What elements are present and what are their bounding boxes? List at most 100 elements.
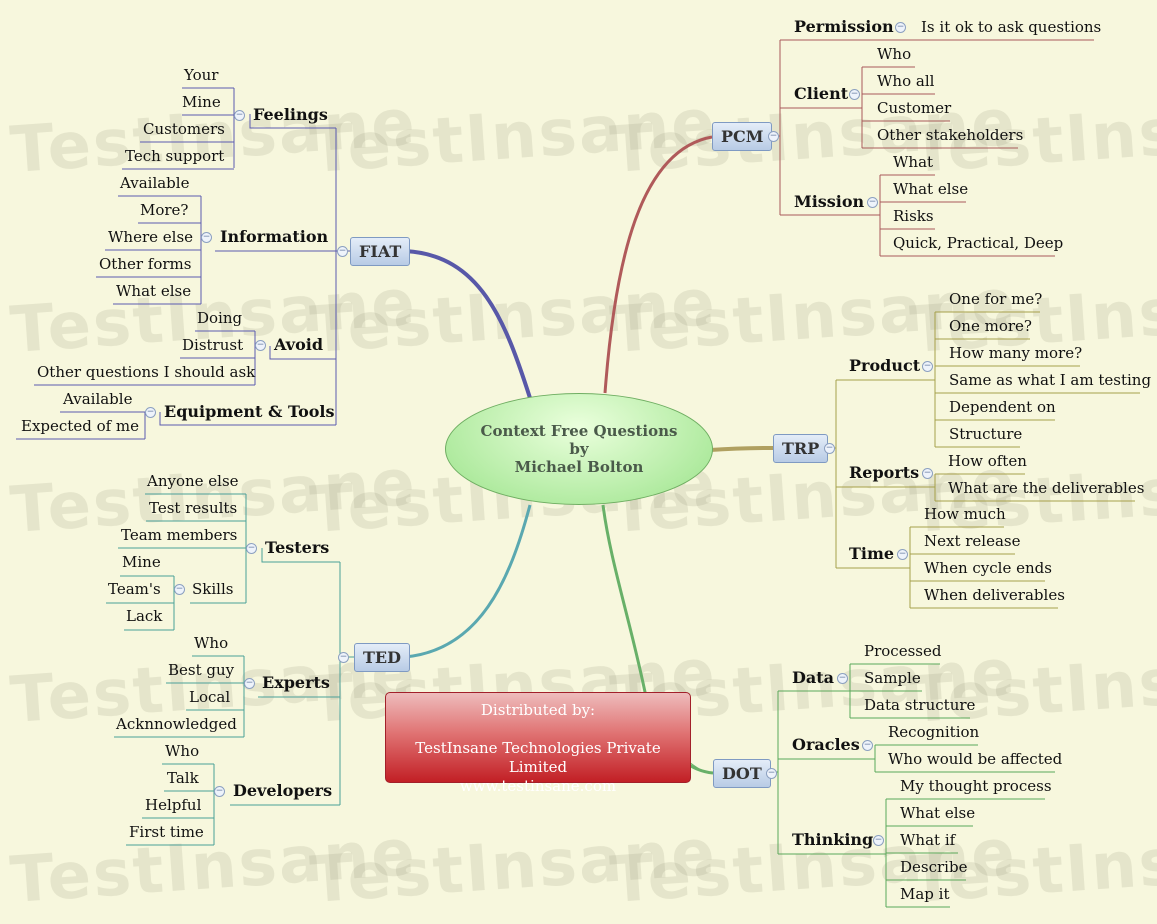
leaf-item[interactable]: Anyone else (147, 472, 239, 490)
branch-testers[interactable]: Testers (265, 538, 330, 557)
central-topic[interactable]: Context Free Questions by Michael Bolton (445, 393, 713, 505)
collapse-toggle-icon[interactable]: − (922, 361, 933, 372)
leaf-item[interactable]: Your (184, 66, 219, 84)
branch-avoid[interactable]: Avoid (274, 335, 323, 354)
topic-pcm[interactable]: PCM (712, 122, 773, 151)
leaf-item[interactable]: Team's (108, 580, 161, 598)
collapse-toggle-icon[interactable]: − (234, 110, 245, 121)
leaf-item[interactable]: Structure (949, 425, 1023, 443)
leaf-item[interactable]: Expected of me (21, 417, 140, 435)
topic-trp[interactable]: TRP (773, 434, 829, 463)
leaf-item[interactable]: Lack (126, 607, 163, 625)
leaf-item[interactable]: Doing (197, 309, 243, 327)
leaf-item[interactable]: Who all (877, 72, 935, 90)
leaf-item[interactable]: My thought process (900, 777, 1052, 795)
leaf-item[interactable]: Customers (143, 120, 225, 138)
branch-time[interactable]: Time (849, 544, 895, 563)
collapse-toggle-icon[interactable]: − (255, 340, 266, 351)
leaf-item[interactable]: Quick, Practical, Deep (893, 234, 1064, 252)
collapse-toggle-icon[interactable]: − (201, 232, 212, 243)
leaf-item[interactable]: First time (129, 823, 204, 841)
leaf-item[interactable]: Describe (900, 858, 968, 876)
leaf-item[interactable]: Customer (877, 99, 952, 117)
leaf-item[interactable]: Map it (900, 885, 950, 903)
branch-reports[interactable]: Reports (849, 463, 920, 482)
leaf-item[interactable]: Next release (924, 532, 1021, 550)
leaf-item[interactable]: Tech support (125, 147, 225, 165)
leaf-item[interactable]: Dependent on (949, 398, 1056, 416)
leaf-item[interactable]: One for me? (949, 290, 1043, 308)
collapse-toggle-icon[interactable]: − (837, 673, 848, 684)
collapse-toggle-icon[interactable]: − (246, 543, 257, 554)
leaf-item[interactable]: Processed (864, 642, 942, 660)
leaf-item[interactable]: How often (948, 452, 1027, 470)
leaf-item[interactable]: Who (165, 742, 200, 760)
leaf-item[interactable]: Available (63, 390, 133, 408)
branch-thinking[interactable]: Thinking (792, 830, 874, 849)
leaf-item[interactable]: What are the deliverables (948, 479, 1145, 497)
collapse-toggle-icon[interactable]: − (873, 835, 884, 846)
leaf-item[interactable]: Other forms (99, 255, 192, 273)
branch-equipment-tools[interactable]: Equipment & Tools (164, 402, 335, 421)
leaf-item[interactable]: Who (877, 45, 912, 63)
collapse-toggle-icon[interactable]: − (895, 22, 906, 33)
branch-information[interactable]: Information (220, 227, 329, 246)
collapse-toggle-icon[interactable]: − (214, 786, 225, 797)
leaf-item[interactable]: What (893, 153, 934, 171)
leaf-item[interactable]: How much (924, 505, 1006, 523)
leaf-item[interactable]: Mine (182, 93, 221, 111)
leaf-item[interactable]: Where else (108, 228, 194, 246)
leaf-item[interactable]: Talk (167, 769, 199, 787)
leaf-item[interactable]: Recognition (888, 723, 980, 741)
collapse-toggle-icon[interactable]: − (922, 468, 933, 479)
leaf-item[interactable]: Data structure (864, 696, 976, 714)
leaf-item[interactable]: Local (189, 688, 231, 706)
topic-ted[interactable]: TED (354, 643, 410, 672)
branch-oracles[interactable]: Oracles (792, 735, 860, 754)
leaf-item[interactable]: When deliverables (924, 586, 1065, 604)
topic-dot[interactable]: DOT (713, 759, 771, 788)
leaf-item[interactable]: What else (116, 282, 192, 300)
leaf-item[interactable]: Acknnowledged (116, 715, 237, 733)
branch-experts[interactable]: Experts (262, 673, 330, 692)
branch-permission[interactable]: Permission (794, 17, 894, 36)
leaf-item[interactable]: What if (900, 831, 956, 849)
leaf-item[interactable]: Helpful (145, 796, 202, 814)
leaf-item[interactable]: Best guy (168, 661, 235, 679)
branch-client[interactable]: Client (794, 84, 849, 103)
collapse-toggle-icon[interactable]: − (849, 89, 860, 100)
collapse-toggle-icon[interactable]: − (824, 443, 835, 454)
collapse-toggle-icon[interactable]: − (897, 549, 908, 560)
leaf-item[interactable]: Test results (149, 499, 238, 517)
branch-mission[interactable]: Mission (794, 192, 865, 211)
leaf-item[interactable]: Available (120, 174, 190, 192)
leaf-item[interactable]: One more? (949, 317, 1032, 335)
leaf-item[interactable]: Same as what I am testing (949, 371, 1152, 389)
leaf-item[interactable]: When cycle ends (924, 559, 1052, 577)
collapse-toggle-icon[interactable]: − (145, 407, 156, 418)
branch-developers[interactable]: Developers (233, 781, 333, 800)
branch-product[interactable]: Product (849, 356, 921, 375)
collapse-toggle-icon[interactable]: − (862, 740, 873, 751)
branch-skills[interactable]: Skills (192, 580, 234, 598)
leaf-item[interactable]: Who would be affected (888, 750, 1063, 768)
leaf-item[interactable]: Other stakeholders (877, 126, 1024, 144)
branch-feelings[interactable]: Feelings (253, 105, 328, 124)
leaf-item[interactable]: Team members (121, 526, 238, 544)
collapse-toggle-icon[interactable]: − (867, 197, 878, 208)
leaf-item[interactable]: Distrust (182, 336, 244, 354)
leaf-item[interactable]: Risks (893, 207, 934, 225)
leaf-item[interactable]: How many more? (949, 344, 1083, 362)
collapse-toggle-icon[interactable]: − (768, 131, 779, 142)
collapse-toggle-icon[interactable]: − (338, 652, 349, 663)
leaf-item[interactable]: Other questions I should ask (37, 363, 256, 381)
leaf-item[interactable]: Is it ok to ask questions (921, 18, 1102, 36)
leaf-item[interactable]: Who (194, 634, 229, 652)
collapse-toggle-icon[interactable]: − (337, 246, 348, 257)
leaf-item[interactable]: Sample (864, 669, 921, 687)
leaf-item[interactable]: What else (893, 180, 969, 198)
leaf-item[interactable]: Mine (122, 553, 161, 571)
leaf-item[interactable]: More? (140, 201, 189, 219)
branch-data[interactable]: Data (792, 668, 834, 687)
collapse-toggle-icon[interactable]: − (766, 768, 777, 779)
